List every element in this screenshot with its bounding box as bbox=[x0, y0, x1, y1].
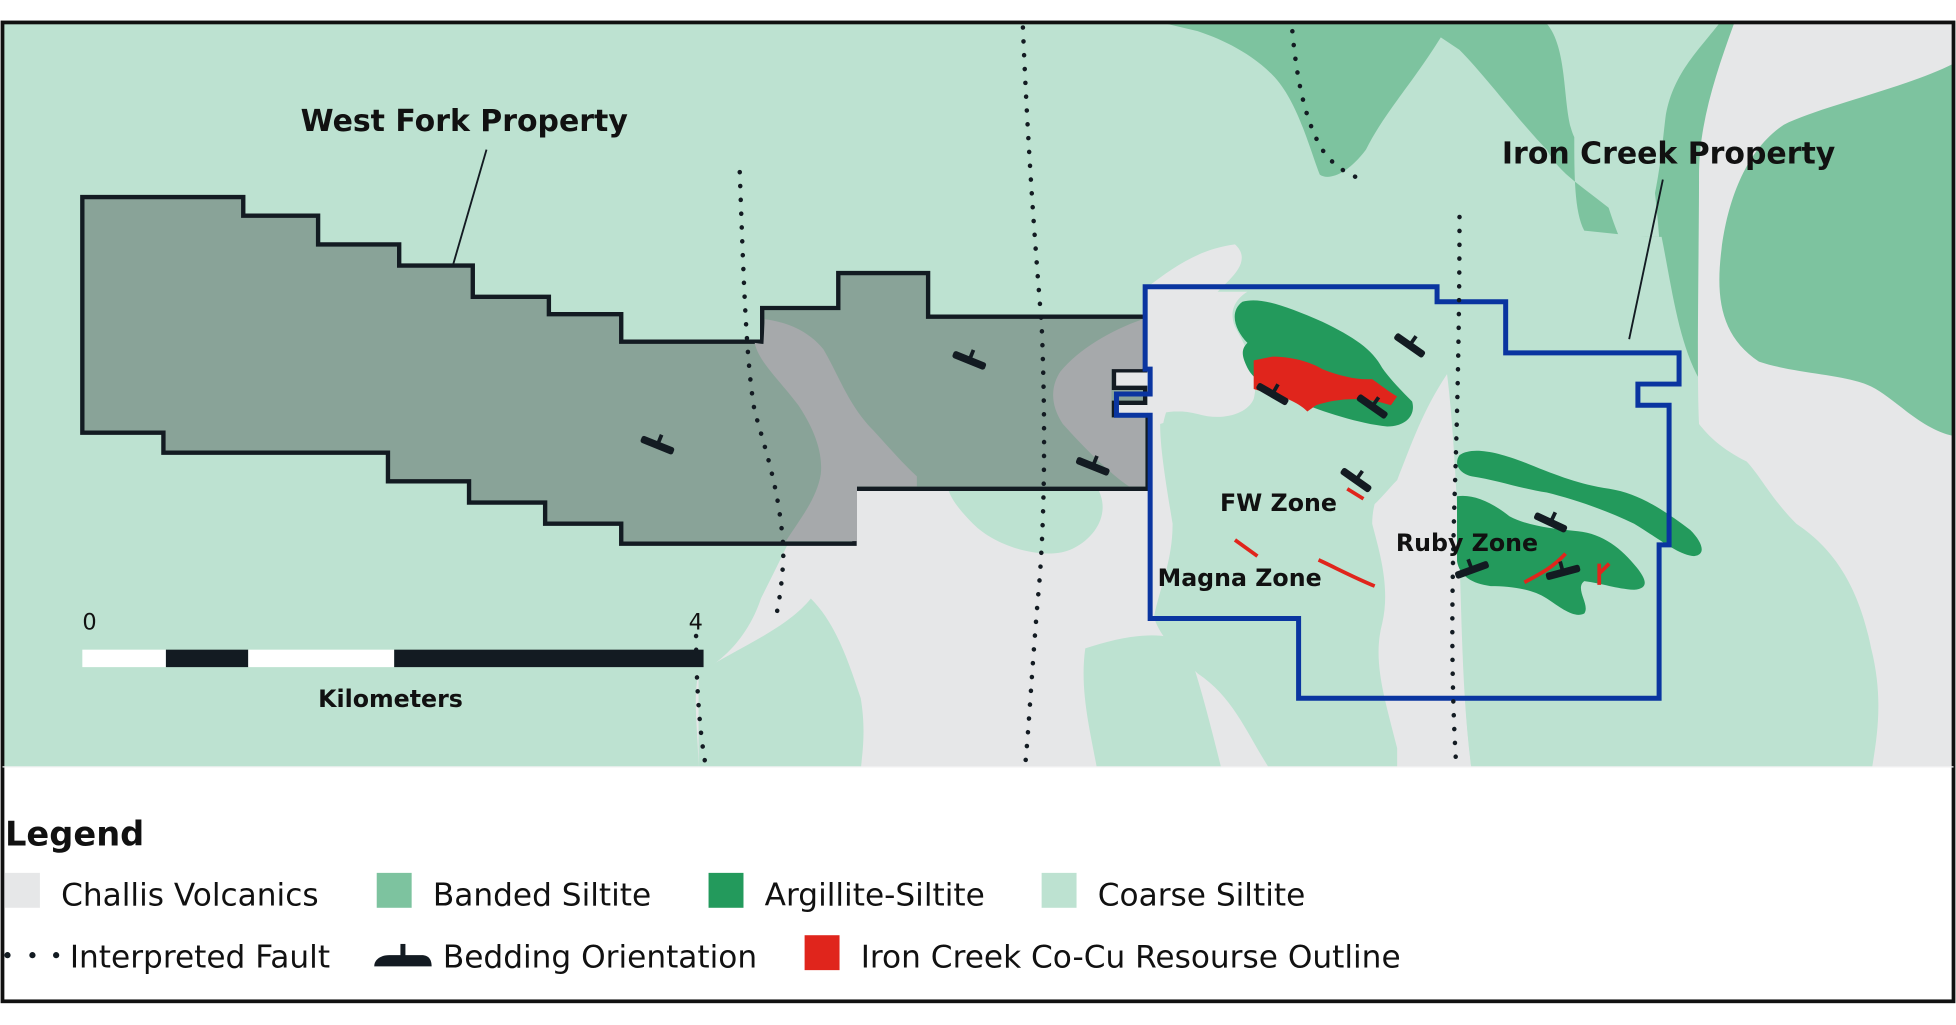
banded-siltite-swatch bbox=[376, 872, 412, 908]
banded-siltite-area bbox=[1166, 23, 1954, 647]
legend-item-interpreted-fault: Interpreted Fault bbox=[4, 940, 330, 976]
argillite-siltite-ruby-lower bbox=[1457, 495, 1645, 615]
bedding-orientation-icon bbox=[1533, 511, 1568, 533]
coarse-siltite-pocket-right bbox=[1464, 573, 1701, 767]
argillite-siltite-swatch bbox=[708, 872, 744, 908]
legend-title: Legend bbox=[5, 814, 144, 853]
scale-bar-end-label: 4 bbox=[689, 610, 703, 636]
west-fork-property-label: West Fork Property bbox=[301, 104, 628, 139]
legend-label: Coarse Siltite bbox=[1098, 877, 1306, 913]
iron-creek-leader-line bbox=[1628, 179, 1664, 340]
coarse-siltite-pocket bbox=[1153, 406, 1398, 767]
challis-volcanics-area bbox=[1697, 23, 1954, 767]
ruby-zone-marker-1 bbox=[1523, 552, 1567, 584]
scale-bar-segment bbox=[248, 649, 395, 668]
iron-creek-property-label: Iron Creek Property bbox=[1502, 136, 1835, 171]
legend-label: Argillite-Siltite bbox=[765, 877, 985, 913]
coarse-siltite-pocket-mid bbox=[948, 488, 1103, 554]
legend-item-coarse-siltite: Coarse Siltite bbox=[1041, 872, 1306, 913]
coarse-siltite-swatch bbox=[1041, 872, 1077, 908]
bedding-orientation-icon bbox=[952, 349, 987, 370]
fw-zone-label: FW Zone bbox=[1220, 489, 1337, 517]
coarse-siltite-pocket-center bbox=[1083, 635, 1221, 767]
challis-volcanics-iron-creek-nw bbox=[1152, 291, 1256, 418]
legend-item-argillite-siltite: Argillite-Siltite bbox=[708, 872, 985, 913]
fault-line-scale bbox=[693, 633, 708, 763]
legend-label: Banded Siltite bbox=[433, 877, 651, 913]
legend-item-banded-siltite: Banded Siltite bbox=[376, 872, 651, 913]
legend-label: Challis Volcanics bbox=[61, 877, 318, 913]
scale-bar-segment bbox=[394, 649, 704, 668]
challis-volcanics-area-upper-right bbox=[1796, 23, 1954, 28]
bedding-symbols bbox=[640, 333, 1581, 580]
fw-zone-marker bbox=[1346, 487, 1365, 501]
legend-label: Iron Creek Co-Cu Resourse Outline bbox=[861, 940, 1401, 976]
scale-bar-unit-label: Kilometers bbox=[318, 685, 463, 713]
map-area: West Fork Property Iron Creek Property F… bbox=[2, 23, 1954, 767]
bedding-orientation-icon bbox=[1256, 382, 1289, 406]
coarse-siltite-pocket-left bbox=[698, 598, 864, 767]
magna-zone-marker-west bbox=[1233, 538, 1259, 558]
ruby-zone-label: Ruby Zone bbox=[1396, 529, 1538, 557]
legend-item-bedding-orientation: Bedding Orientation bbox=[374, 940, 757, 976]
legend: Legend Challis Volcanics Banded Siltite … bbox=[4, 814, 1401, 976]
legend-item-resource-outline: Iron Creek Co-Cu Resourse Outline bbox=[804, 935, 1401, 976]
resource-outline-swatch bbox=[804, 935, 840, 971]
magna-zone-label: Magna Zone bbox=[1158, 564, 1322, 592]
bedding-orientation-icon bbox=[1545, 561, 1581, 580]
legend-item-challis-volcanics: Challis Volcanics bbox=[4, 872, 319, 913]
west-fork-overlap-east bbox=[1053, 319, 1146, 487]
bedding-orientation-icon bbox=[1455, 558, 1489, 579]
west-fork-overlap-west bbox=[754, 319, 917, 542]
argillite-siltite-ruby-upper bbox=[1457, 450, 1702, 557]
bedding-orientation-icon bbox=[374, 943, 432, 967]
interpreted-faults bbox=[693, 25, 1462, 766]
scale-bar: 0 4 Kilometers bbox=[82, 610, 704, 713]
dotted-line-icon bbox=[4, 952, 60, 959]
legend-label: Interpreted Fault bbox=[70, 940, 330, 976]
bedding-orientation-icon bbox=[1394, 333, 1426, 358]
west-fork-leader-line bbox=[451, 149, 488, 266]
legend-label: Bedding Orientation bbox=[443, 940, 757, 976]
bedding-orientation-icon bbox=[1340, 467, 1372, 493]
magna-zone-marker-east bbox=[1317, 558, 1376, 588]
fault-line-west bbox=[737, 169, 786, 614]
fault-line-east bbox=[1450, 214, 1462, 761]
figure-border bbox=[0, 20, 1956, 1004]
coarse-siltite-channel bbox=[1569, 23, 1660, 237]
fault-line-north bbox=[1290, 28, 1359, 180]
ruby-zone-marker-2 bbox=[1597, 562, 1611, 585]
scale-bar-segment bbox=[165, 649, 249, 668]
bedding-orientation-icon bbox=[1075, 455, 1110, 476]
scale-bar-segment bbox=[82, 649, 166, 668]
bedding-orientation-icon bbox=[1356, 394, 1388, 419]
challis-volcanics-swatch bbox=[4, 872, 40, 908]
iron-creek-property-boundary bbox=[1113, 284, 1682, 701]
scale-bar-start-label: 0 bbox=[82, 610, 96, 636]
bedding-orientation-icon bbox=[640, 434, 675, 455]
zone-markers bbox=[1233, 487, 1611, 588]
